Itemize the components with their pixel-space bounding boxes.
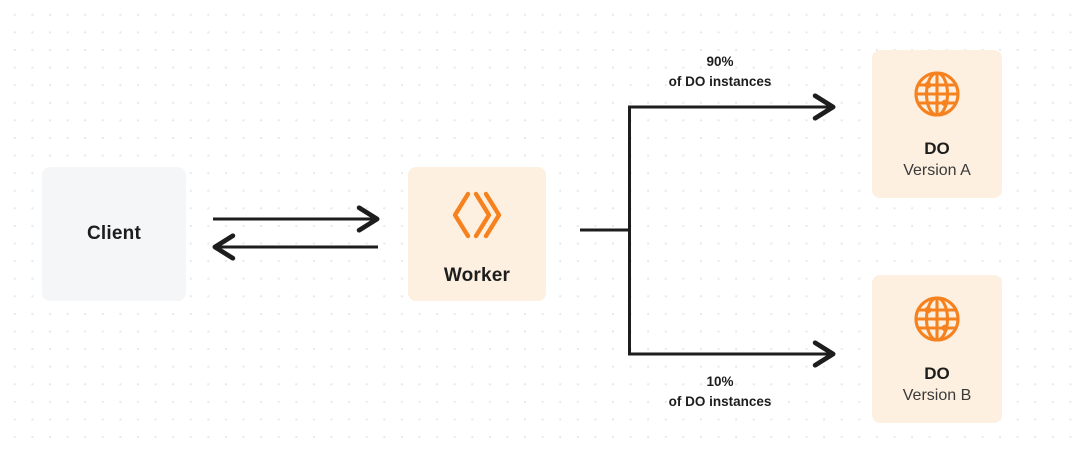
node-client[interactable]: Client xyxy=(42,167,186,301)
edge-label-do-a: 90% of DO instances xyxy=(608,52,832,91)
node-client-label: Client xyxy=(87,223,141,244)
edge-label-do-a-caption: of DO instances xyxy=(668,73,772,89)
node-do-version-a[interactable]: DO Version A xyxy=(872,50,1002,198)
globe-icon xyxy=(911,68,963,125)
cloudflare-workers-icon xyxy=(448,186,506,249)
edge-label-do-b-percent: 10% xyxy=(706,374,734,389)
globe-icon xyxy=(911,293,963,350)
node-do-a-label: DO xyxy=(924,139,950,159)
node-worker[interactable]: Worker xyxy=(408,167,546,301)
node-do-b-sublabel: Version B xyxy=(902,386,972,404)
edge-label-do-b: 10% of DO instances xyxy=(608,372,832,411)
node-do-version-b[interactable]: DO Version B xyxy=(872,275,1002,423)
edge-label-do-a-percent: 90% xyxy=(706,54,734,69)
node-do-a-sublabel: Version A xyxy=(903,161,971,179)
node-do-b-label: DO xyxy=(924,364,950,384)
node-worker-label: Worker xyxy=(443,264,511,286)
edge-label-do-b-caption: of DO instances xyxy=(668,393,772,409)
